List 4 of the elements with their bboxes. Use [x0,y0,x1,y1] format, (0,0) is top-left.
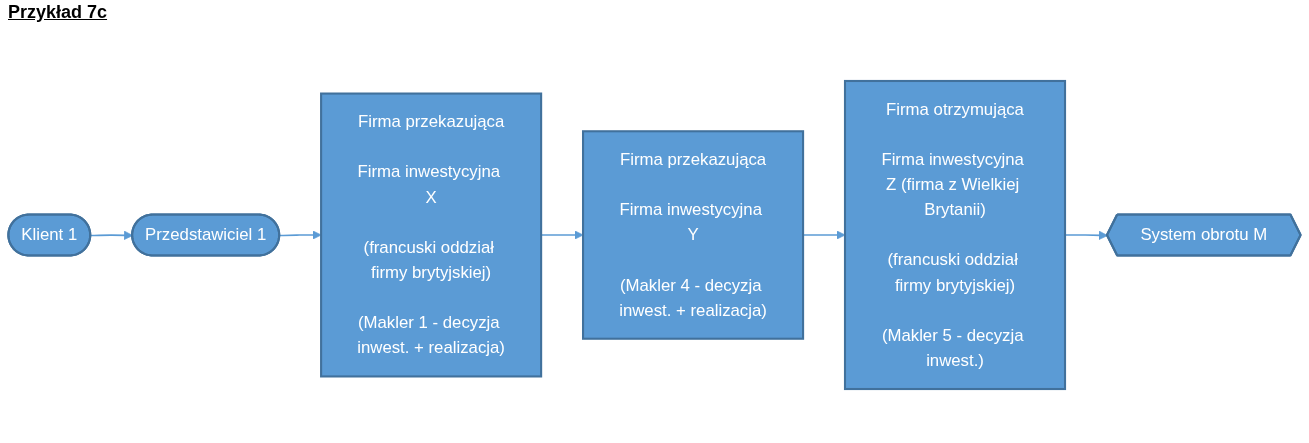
node-box: Firma przekazująca Firma inwestycyjna X (francuski oddział firmy brytyjskiej) (Makler 1 - decyzja inwest. + realizacja) [320,92,543,378]
node-box: Firma otrzymująca Firma inwestycyjna Z (firma z Wielkiej Brytanii) (francuski oddział firmy brytyjskiej) (Makler 5 - decyzja inwest.) [843,79,1067,391]
diagram-title: Przykład 7c [8,2,108,23]
node-box: Firma przekazująca Firma inwestycyjna Y (Makler 4 - decyzja inwest. + realizacja) [582,130,805,340]
